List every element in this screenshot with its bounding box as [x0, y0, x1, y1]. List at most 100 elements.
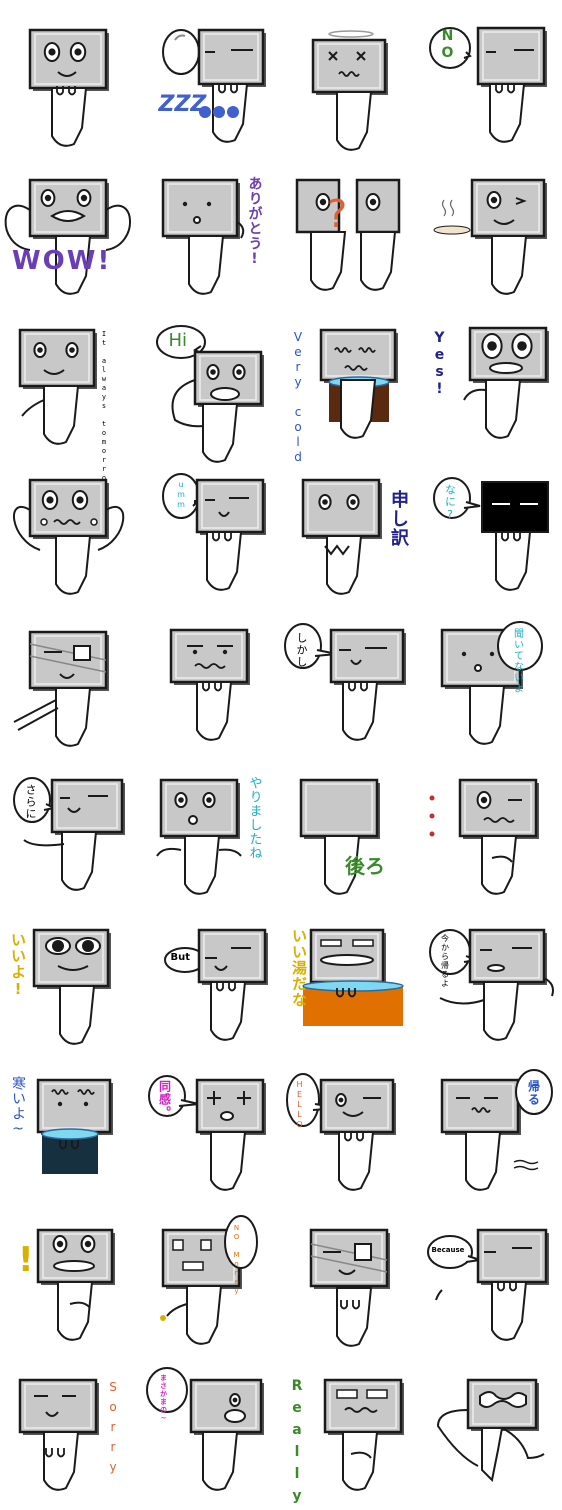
sticker-cell[interactable]: Very cold: [281, 300, 422, 450]
robot-head: [30, 30, 106, 88]
robot-head: [30, 632, 106, 688]
robot-body: [337, 1288, 371, 1346]
robot-head: [197, 1080, 263, 1132]
robot-character-icon: [422, 450, 562, 600]
sticker-cell[interactable]: WOW!: [0, 150, 141, 300]
sticker-cell[interactable]: Because: [422, 1200, 562, 1350]
sticker-caption: まさかまの~: [159, 1374, 169, 1423]
robot-body: [60, 986, 94, 1044]
sticker-cell[interactable]: NO: [422, 0, 562, 150]
mouth: [221, 1112, 233, 1120]
robot-body: [52, 88, 86, 146]
robot-character-icon: [281, 1200, 422, 1350]
dark-head: [482, 482, 548, 532]
sticker-cell[interactable]: !: [0, 1200, 141, 1350]
sticker-cell[interactable]: まさかまの~: [141, 1350, 282, 1500]
sticker-caption: Sorry: [106, 1380, 120, 1480]
sticker-cell[interactable]: しかし: [281, 600, 422, 750]
sticker-caption: Hi: [169, 330, 188, 351]
mouth: [54, 1261, 94, 1271]
robot-body: [486, 380, 520, 438]
sticker-cell[interactable]: ・・・: [422, 750, 562, 900]
robot-head: [163, 180, 237, 236]
sticker-cell[interactable]: いいよ!: [0, 900, 141, 1050]
arm: [464, 390, 486, 400]
sticker-cell[interactable]: [0, 0, 141, 150]
robot-head: [171, 630, 247, 682]
sticker-cell[interactable]: Really: [281, 1350, 422, 1500]
pupil: [48, 48, 55, 55]
sticker-cell[interactable]: [0, 600, 141, 750]
sticker-cell[interactable]: [422, 1350, 562, 1500]
sticker-cell[interactable]: 帰る: [422, 1050, 562, 1200]
robot-body: [343, 682, 377, 740]
robot-character-icon: [281, 0, 422, 150]
coin-icon: [160, 1315, 166, 1321]
sticker-cell[interactable]: [422, 150, 562, 300]
sticker-cell[interactable]: Sorry: [0, 1350, 141, 1500]
robot-body: [187, 1286, 221, 1344]
sticker-caption: しかし: [293, 632, 309, 668]
sticker-cell[interactable]: 申し訳: [281, 450, 422, 600]
plate-icon: [434, 226, 470, 234]
pupil: [210, 369, 216, 375]
robot-body: [492, 236, 526, 294]
robot-head: [321, 330, 395, 380]
sticker-caption: 寒いよ~: [8, 1076, 28, 1138]
sticker-cell[interactable]: [141, 600, 282, 750]
water: [303, 981, 403, 991]
sticker-cell[interactable]: 同感。: [141, 1050, 282, 1200]
sticker-cell[interactable]: ありがとう!: [141, 150, 282, 300]
robot-head: [20, 1380, 96, 1432]
sticker-cell[interactable]: NO Money: [141, 1200, 282, 1350]
sticker-caption: 今から帰るよ: [440, 934, 451, 988]
sticker-caption: But: [171, 952, 191, 963]
sticker-caption: WOW!: [12, 246, 111, 276]
sticker-cell[interactable]: 聞いてないよ: [422, 600, 562, 750]
eye-dot: [182, 202, 186, 206]
sticker-cell[interactable]: Yes!: [422, 300, 562, 450]
robot-character-icon: [422, 1350, 562, 1500]
pupil: [206, 797, 212, 803]
sticker-cell[interactable]: [281, 1200, 422, 1350]
sticker-cell[interactable]: ZZZ: [141, 0, 282, 150]
pupil: [57, 1241, 63, 1247]
sticker-cell[interactable]: umm: [141, 450, 282, 600]
robot-head: [30, 180, 106, 236]
robot-head: [34, 930, 108, 986]
sticker-caption: Really: [289, 1378, 305, 1510]
robot-head: [478, 28, 544, 84]
robot-head: [20, 330, 94, 386]
sticker-caption: ありがとう!: [245, 176, 265, 268]
sticker-cell[interactable]: やりましたね: [141, 750, 282, 900]
sticker-cell[interactable]: But: [141, 900, 282, 1050]
sticker-cell[interactable]: いい湯だな: [281, 900, 422, 1050]
mouth: [475, 665, 481, 671]
sticker-cell[interactable]: なに?: [422, 450, 562, 600]
sticker-cell[interactable]: [281, 0, 422, 150]
sticker-cell[interactable]: さらに: [0, 750, 141, 900]
sticker-cell[interactable]: Hi: [141, 300, 282, 450]
sticker-cell[interactable]: [0, 450, 141, 600]
sticker-cell[interactable]: 寒いよ~: [0, 1050, 141, 1200]
robot-head: [331, 630, 403, 682]
sticker-cell[interactable]: HELLO: [281, 1050, 422, 1200]
pupil: [370, 199, 376, 205]
sticker-cell[interactable]: It always tomorrow: [0, 300, 141, 450]
robot-body: [337, 92, 371, 150]
sticker-caption: ZZZ: [159, 92, 207, 117]
robot-character-icon: [281, 600, 422, 750]
mouth: [488, 965, 504, 971]
robot-character-icon: [0, 600, 141, 750]
sticker-cell[interactable]: 後ろ: [281, 750, 422, 900]
eye-icon: [353, 940, 373, 946]
robot-body: [56, 688, 90, 746]
sticker-cell[interactable]: ?: [281, 150, 422, 300]
robot-body: [482, 1428, 502, 1480]
robot-body: [207, 532, 241, 590]
robot-character-icon: [422, 0, 562, 150]
arm: [157, 849, 181, 856]
robot-body: [466, 1132, 500, 1190]
sticker-cell[interactable]: 今から帰るよ: [422, 900, 562, 1050]
pupil: [517, 341, 527, 351]
